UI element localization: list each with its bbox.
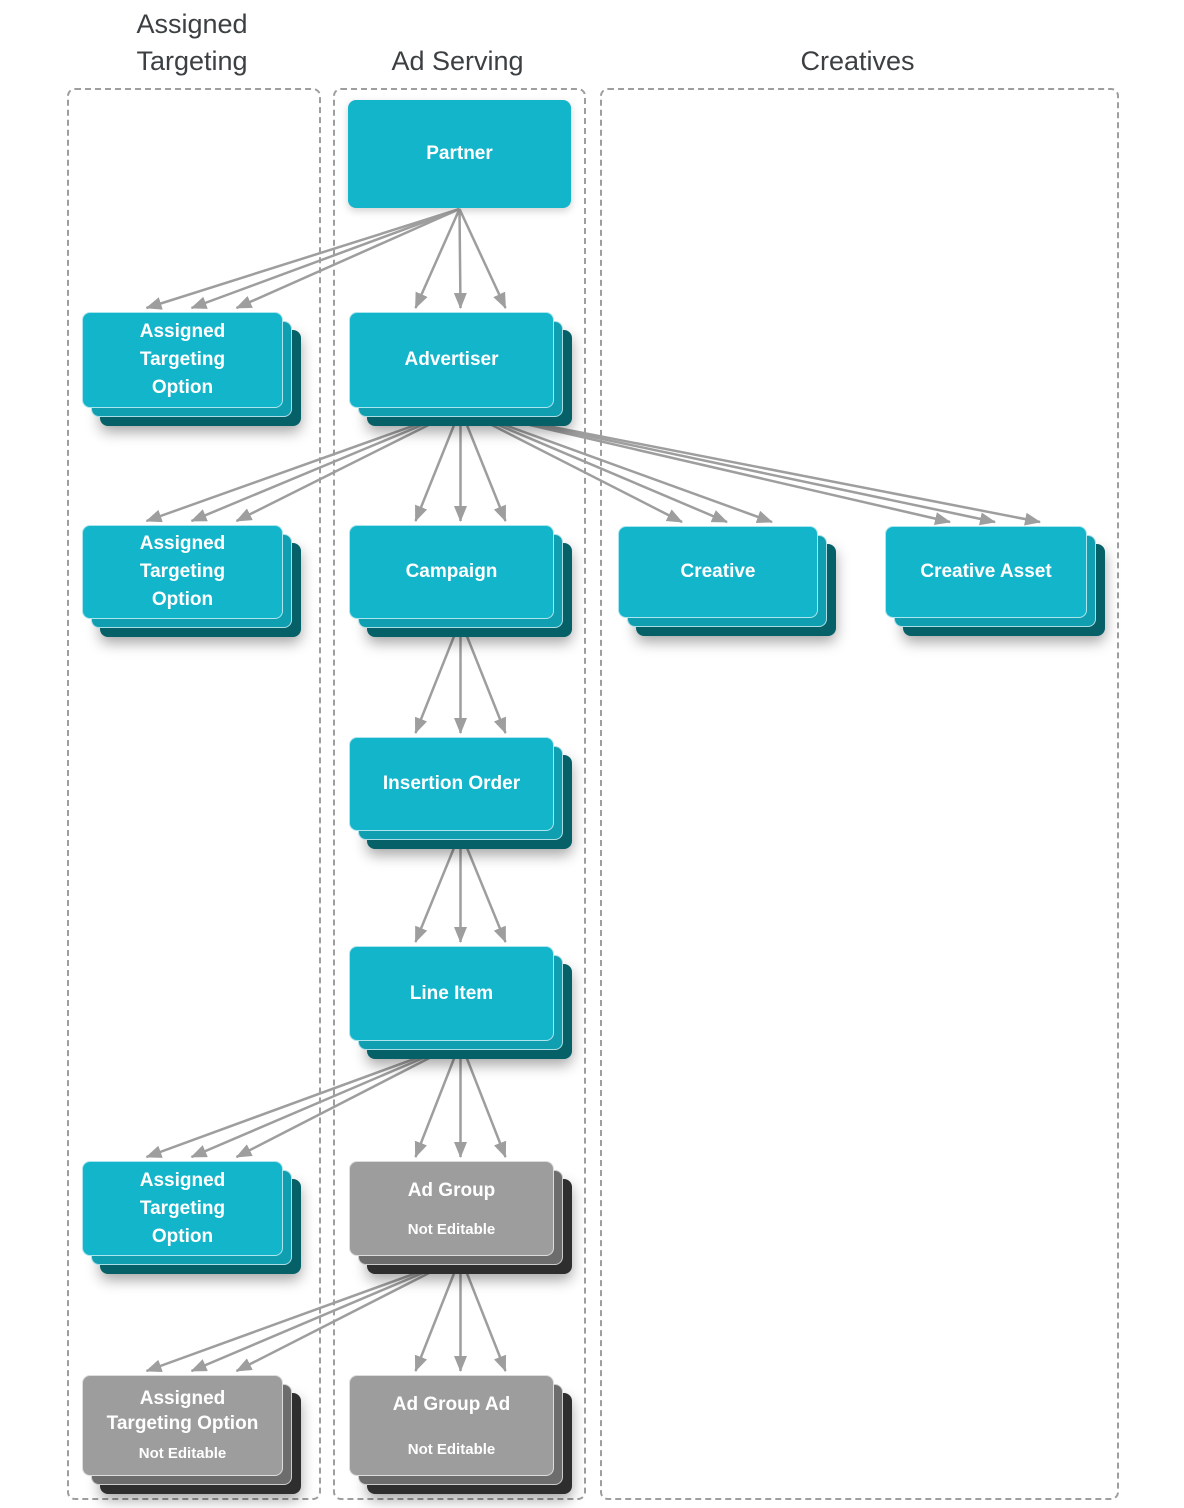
column-header-ad-serving: Ad Serving: [391, 46, 524, 76]
column-header-assigned-targeting: Assigned Targeting: [136, 9, 248, 76]
node-line-item: Line Item: [349, 946, 572, 1059]
node-label: Ad Group Ad: [392, 1394, 511, 1415]
node-label: Ad Group: [407, 1180, 496, 1201]
node-campaign: Campaign: [349, 525, 572, 637]
node-label: Creative Asset: [920, 561, 1052, 582]
node-label: Insertion Order: [382, 773, 521, 794]
node-label: Assigned Targeting Option: [139, 1169, 226, 1247]
column-header-creatives: Creatives: [800, 46, 915, 76]
node-label: Partner: [426, 143, 493, 164]
node-label: Assigned Targeting Option: [106, 1388, 259, 1434]
node-partner: Partner: [348, 100, 571, 208]
node-creative: Creative: [618, 526, 836, 636]
node-ad-group-ad: Ad Group Ad Not Editable: [349, 1375, 572, 1494]
node-ad-group: Ad Group Not Editable: [349, 1161, 572, 1274]
node-label: Creative: [680, 561, 756, 582]
node-assigned-targeting-option-line-item: Assigned Targeting Option: [82, 1161, 301, 1274]
node-advertiser: Advertiser: [349, 312, 572, 426]
node-assigned-targeting-option-advertiser: Assigned Targeting Option: [82, 525, 301, 637]
node-sublabel-not-editable: Not Editable: [407, 1441, 496, 1458]
node-sublabel-not-editable: Not Editable: [407, 1221, 496, 1238]
node-creative-asset: Creative Asset: [885, 526, 1105, 636]
node-label: Assigned Targeting Option: [139, 321, 226, 398]
node-insertion-order: Insertion Order: [349, 737, 572, 849]
node-assigned-targeting-option-partner: Assigned Targeting Option: [82, 312, 301, 426]
panel-ad-serving: [333, 88, 586, 1500]
panel-creatives: [600, 88, 1119, 1500]
node-label: Line Item: [409, 982, 494, 1004]
panel-assigned-targeting: [67, 88, 321, 1500]
node-label: Advertiser: [404, 349, 499, 370]
node-label: Assigned Targeting Option: [139, 533, 226, 610]
node-assigned-targeting-option-ad-group: Assigned Targeting Option Not Editable: [82, 1375, 301, 1494]
node-label: Campaign: [405, 561, 498, 582]
node-sublabel-not-editable: Not Editable: [138, 1445, 227, 1462]
